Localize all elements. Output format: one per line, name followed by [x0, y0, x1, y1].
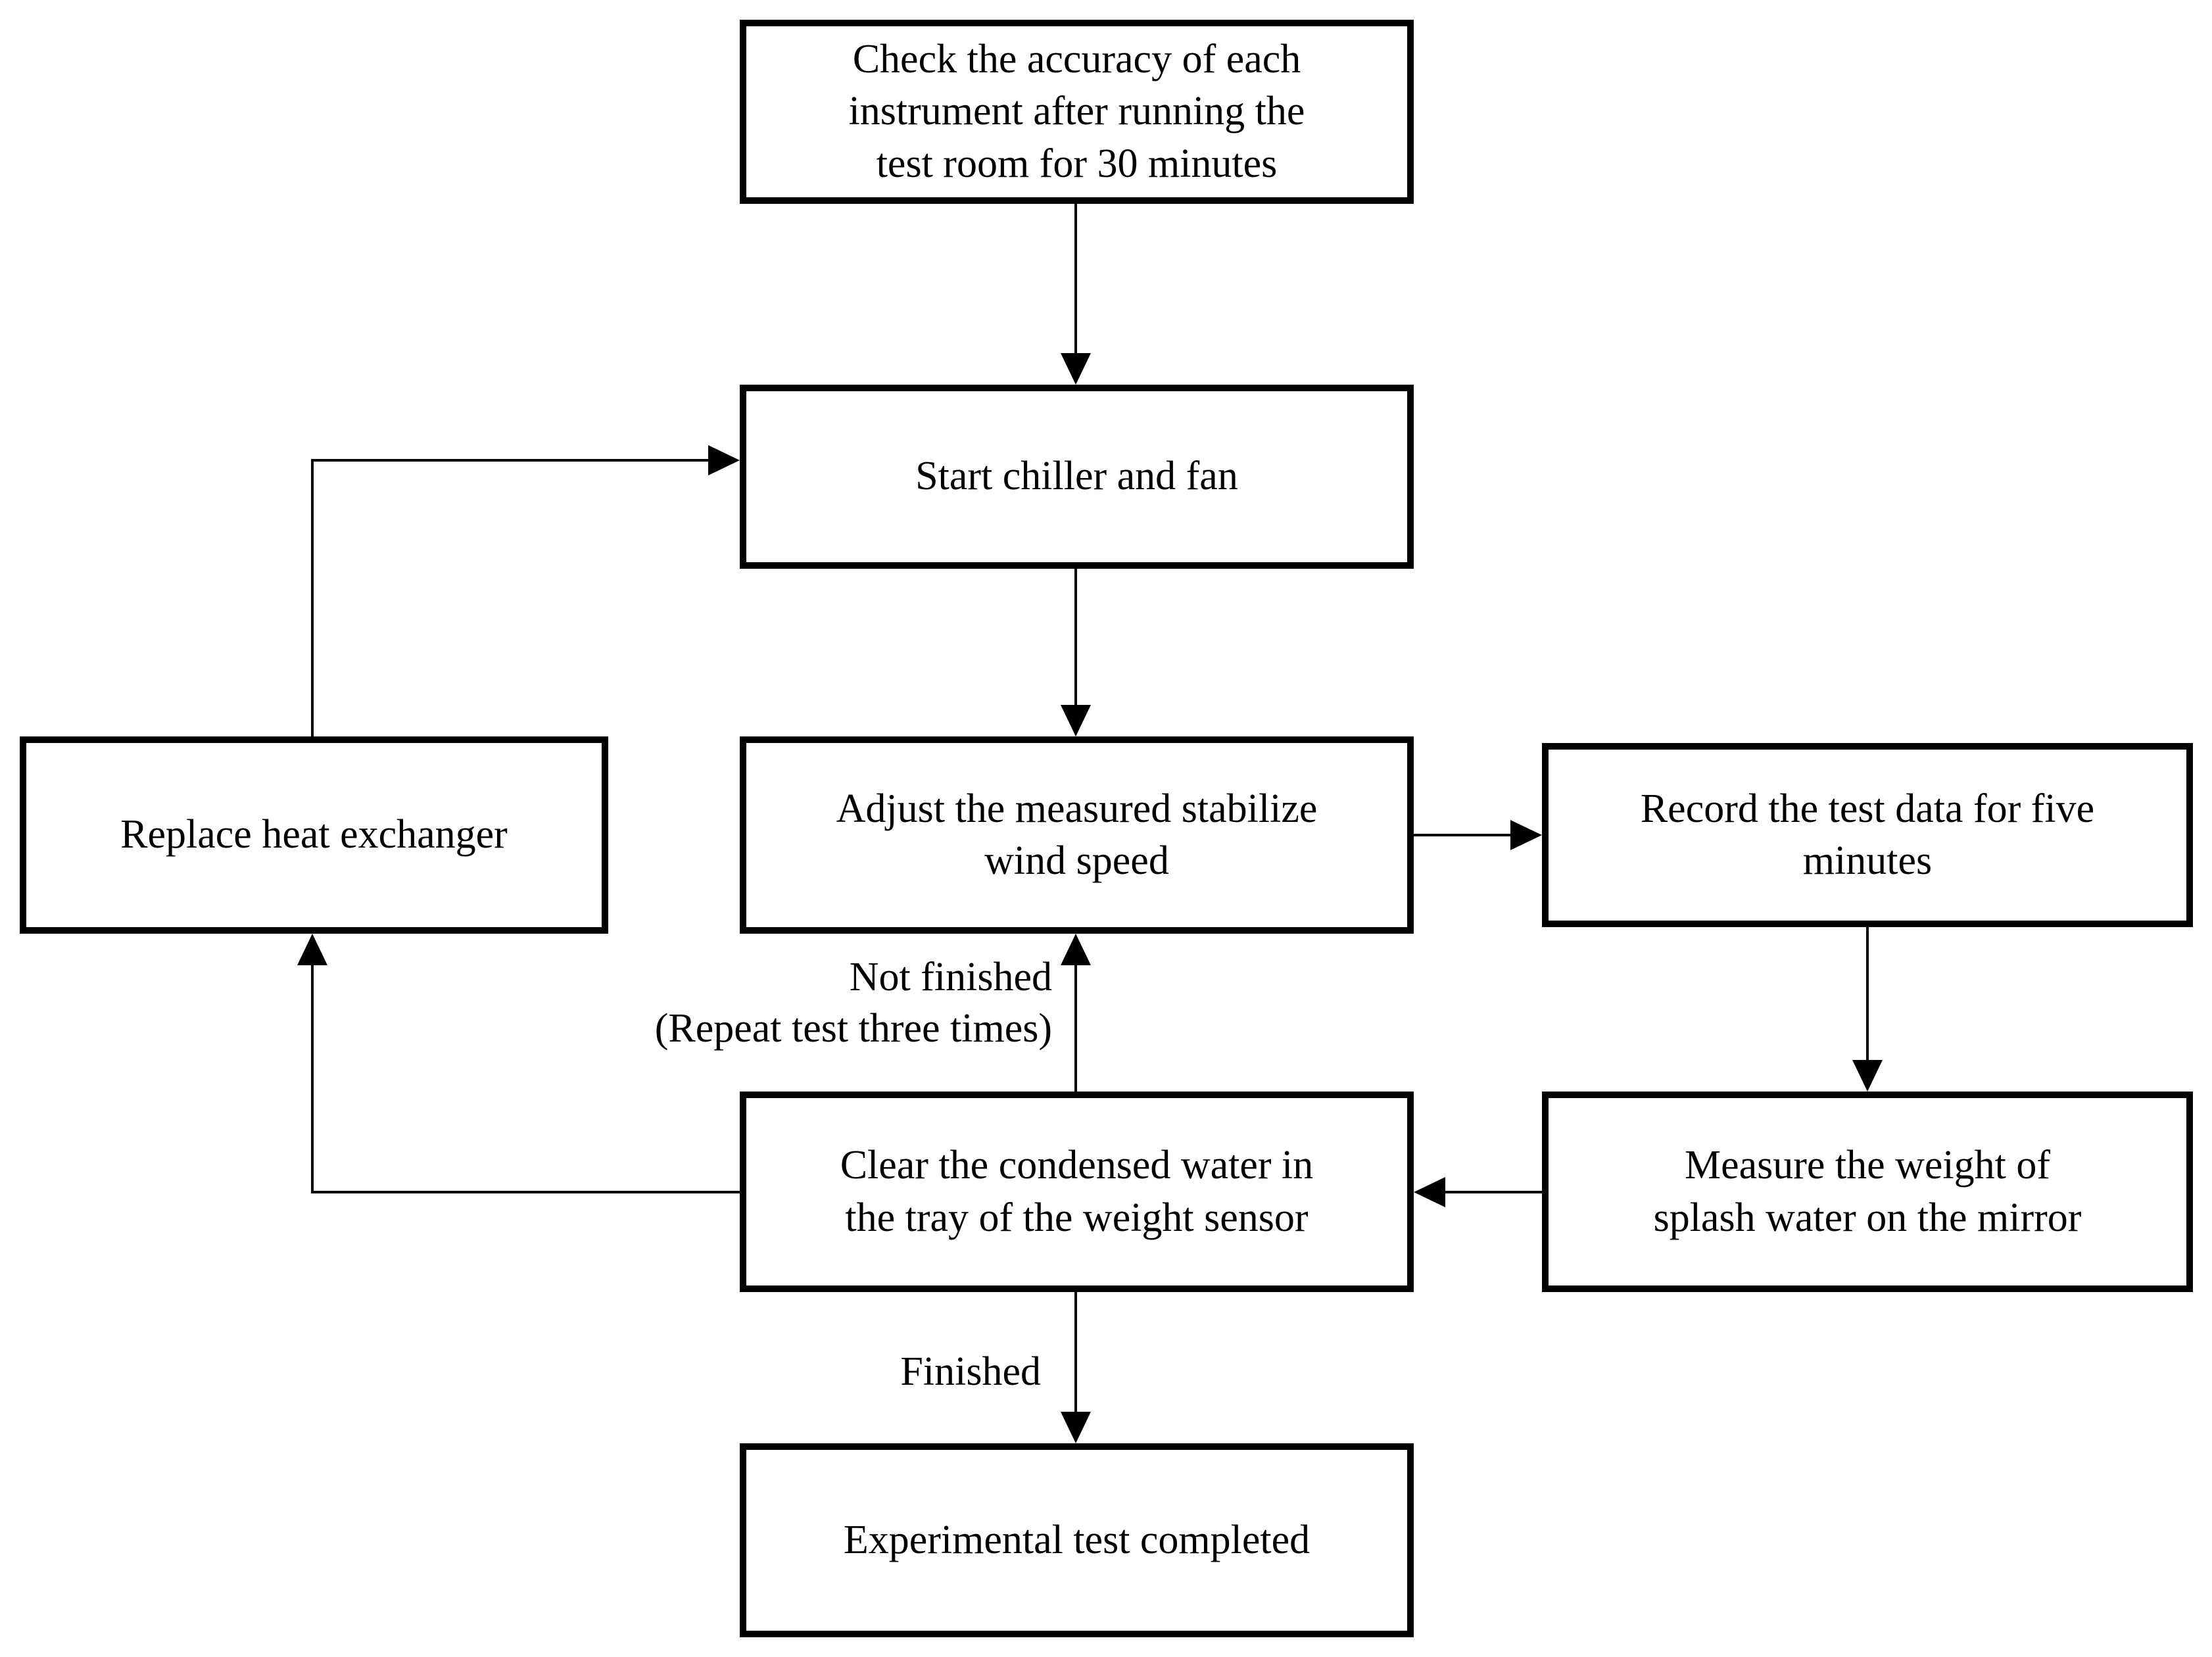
edge-record-to-measure-arrowhead-icon	[1852, 1060, 1883, 1092]
edge-clear-to-replace-arrowhead-icon	[297, 934, 327, 965]
edge-clear-to-adjust-arrowhead-icon	[1061, 934, 1091, 965]
edge-adjust-to-record-arrowhead-icon	[1510, 820, 1542, 850]
node-adjust-wind-speed: Adjust the measured stabilize wind speed	[740, 736, 1414, 934]
edge-label-not-finished: Not finished (Repeat test three times)	[654, 955, 1052, 1051]
edge-adjust-to-record-line	[1414, 834, 1512, 836]
edge-replace-to-start-arrowhead-icon	[708, 445, 740, 475]
node-check-accuracy: Check the accuracy of each instrument af…	[740, 20, 1414, 204]
node-measure-splash-water: Measure the weight of splash water on th…	[1542, 1092, 2193, 1292]
edge-measure-to-clear-line	[1443, 1191, 1542, 1193]
edge-record-to-measure-line	[1866, 927, 1869, 1062]
edge-clear-to-replace-horizontal-line	[311, 1191, 740, 1193]
edge-clear-to-complete-line	[1074, 1292, 1077, 1414]
edge-clear-to-replace-vertical-line	[311, 963, 314, 1193]
node-start-chiller-fan: Start chiller and fan	[740, 385, 1414, 569]
edge-clear-to-adjust-line	[1074, 963, 1077, 1092]
edge-label-finished: Finished	[900, 1349, 1041, 1394]
node-record-test-data: Record the test data for five minutes	[1542, 743, 2193, 927]
edge-start-to-adjust-arrowhead-icon	[1061, 705, 1091, 736]
node-experimental-test-completed: Experimental test completed	[740, 1443, 1414, 1637]
node-clear-condensed-water: Clear the condensed water in the tray of…	[740, 1092, 1414, 1292]
edge-start-to-adjust-line	[1074, 569, 1077, 707]
edge-clear-to-complete-arrowhead-icon	[1061, 1412, 1091, 1443]
edge-check-to-start-line	[1074, 204, 1077, 355]
node-replace-heat-exchanger: Replace heat exchanger	[20, 736, 608, 934]
edge-check-to-start-arrowhead-icon	[1061, 353, 1091, 385]
edge-replace-to-start-vertical-line	[311, 459, 314, 736]
edge-replace-to-start-horizontal-line	[311, 459, 709, 462]
edge-measure-to-clear-arrowhead-icon	[1414, 1177, 1445, 1207]
